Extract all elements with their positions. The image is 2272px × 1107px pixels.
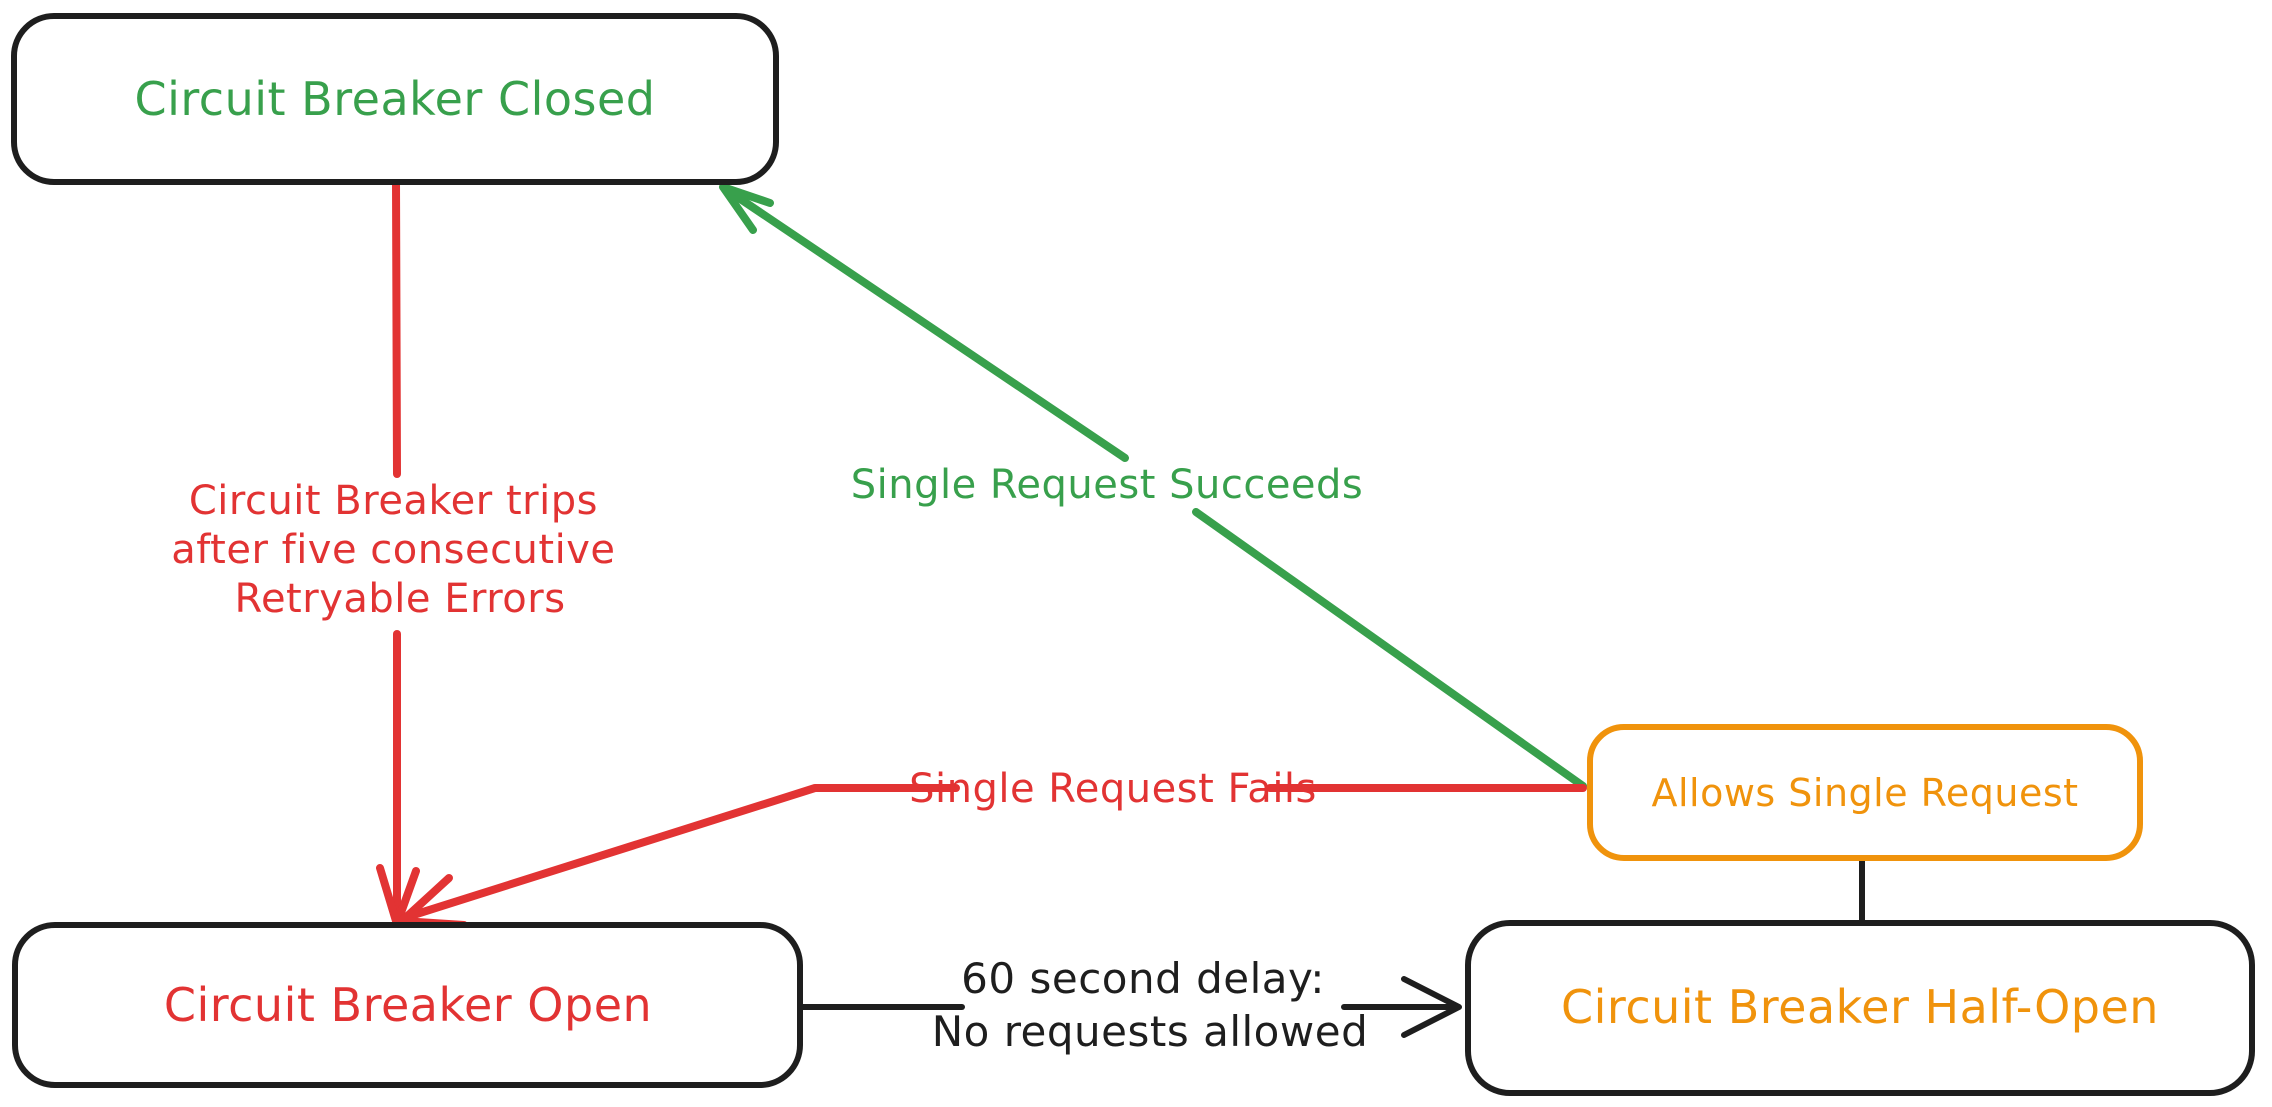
half-open-state-box [1465, 920, 2255, 1096]
delay-edge-arrowhead [1401, 976, 1462, 1038]
success-edge-label: Single Request Succeeds [851, 462, 1364, 508]
open-state-label: Circuit Breaker Open [164, 978, 652, 1032]
closed-state-node: Circuit Breaker Closed [11, 13, 779, 185]
trip-edge-label: Circuit Breaker trips after five consecu… [171, 478, 628, 622]
delay-edge: 60 second delay: No requests allowed [798, 954, 1462, 1056]
fail-edge-line-left [400, 784, 960, 922]
success-edge-arrowhead [719, 183, 774, 234]
allows-single-request-label: Allows Single Request [1651, 771, 2078, 815]
success-edge: Single Request Succeeds [719, 183, 1587, 790]
half-open-state-node: Circuit Breaker Half-Open [1465, 920, 2255, 1096]
closed-state-box [11, 13, 779, 185]
trip-edge-label-line: Retryable Errors [234, 576, 565, 622]
trip-edge-label-line: after five consecutive [171, 527, 615, 573]
fail-edge: Single Request Fails [398, 766, 1587, 929]
delay-edge-label: 60 second delay: No requests allowed [932, 954, 1368, 1056]
trip-edge-label-line: Circuit Breaker trips [189, 478, 598, 524]
allows-single-request-box [1587, 724, 2143, 861]
half-open-state-label: Circuit Breaker Half-Open [1561, 980, 2159, 1034]
trip-edge: Circuit Breaker trips after five consecu… [171, 178, 628, 925]
delay-edge-label-line: No requests allowed [932, 1007, 1368, 1056]
allows-single-request-node: Allows Single Request [1587, 724, 2143, 861]
trip-edge-line-upper [392, 178, 401, 478]
success-edge-line-lower [1192, 508, 1587, 790]
delay-edge-label-line: 60 second delay: [961, 954, 1325, 1003]
open-state-node: Circuit Breaker Open [12, 922, 803, 1088]
open-state-box [12, 922, 803, 1088]
fail-edge-label: Single Request Fails [909, 766, 1317, 812]
closed-state-label: Circuit Breaker Closed [135, 72, 656, 126]
success-edge-line-upper [720, 184, 1129, 462]
trip-edge-arrowhead [376, 864, 420, 925]
